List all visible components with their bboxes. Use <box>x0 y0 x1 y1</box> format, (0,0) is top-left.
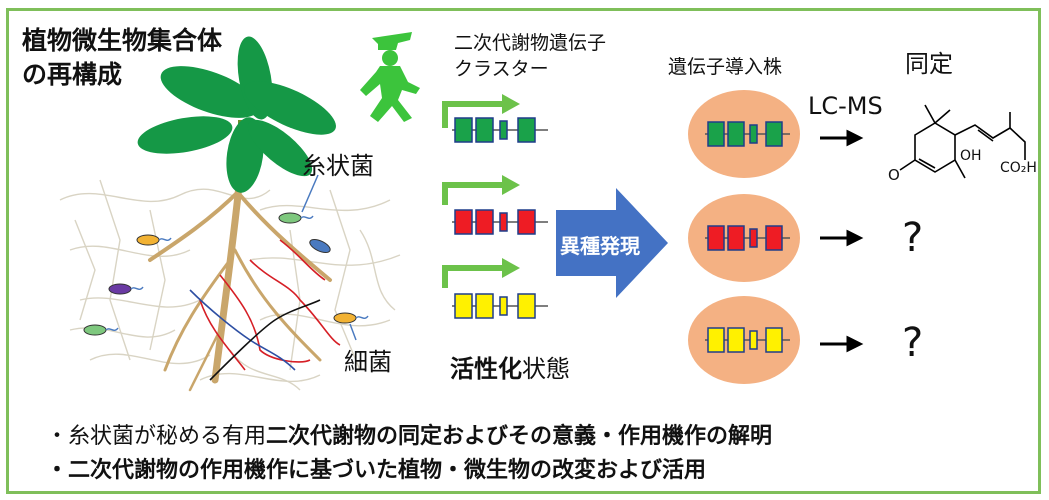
cell-gene-red <box>705 225 790 251</box>
molecule-structure-icon <box>899 104 1026 179</box>
heterologous-expression-arrow <box>556 188 668 298</box>
bacteria-label: 細菌 <box>344 348 392 376</box>
title-line-1: 植物微生物集合体 <box>22 26 223 55</box>
cell-gene-green <box>705 121 790 147</box>
bullet-1-bold: 二次代謝物の同定およびその意義・作用機作の解明 <box>266 424 773 449</box>
filamentous-pointer <box>301 174 319 213</box>
microbe-6 <box>333 312 357 324</box>
gene-cluster-label-1: 二次代謝物遺伝子 <box>454 32 607 54</box>
active-state-label: 活性化状態 <box>450 349 570 384</box>
molecule-ketone-label: O <box>888 166 900 184</box>
bullet-1: ・糸状菌が秘める有用二次代謝物の同定およびその意義・作用機作の解明 <box>46 418 772 450</box>
plant-icon <box>137 36 336 193</box>
bacteria-pointer <box>349 323 357 341</box>
gene-cluster-yellow <box>452 293 548 319</box>
microbe-4 <box>108 283 132 295</box>
filamentous-fungi-label: 糸状菌 <box>302 152 374 180</box>
microbe-2 <box>278 212 302 224</box>
microbe-5 <box>83 324 107 336</box>
gene-cluster-green <box>452 117 548 143</box>
question-mark-red: ? <box>902 215 924 261</box>
heterologous-expression-label: 異種発現 <box>560 234 640 258</box>
expression-arrow-icon <box>442 101 505 288</box>
lcms-label: LC-MS <box>808 92 883 120</box>
plant-roots <box>148 171 332 392</box>
active-state-rest: 状態 <box>522 355 570 383</box>
gene-cluster-label-2: クラスター <box>454 58 549 80</box>
microbe-flagella <box>105 215 369 331</box>
microbe-3 <box>309 239 331 253</box>
result-arrows <box>820 129 864 353</box>
bullet-2: ・二次代謝物の作用機作に基づいた植物・微生物の改変および活用 <box>46 452 706 484</box>
molecule-co2h-label: CO₂H <box>1000 160 1037 176</box>
bullet-2-bold: ・二次代謝物の作用機作に基づいた植物・微生物の改変および活用 <box>46 458 707 483</box>
bullet-1-normal: ・糸状菌が秘める有用 <box>46 424 267 449</box>
title-line-2: の再構成 <box>22 60 123 89</box>
molecule-oh-label: OH <box>960 148 982 164</box>
question-mark-yellow: ? <box>902 320 924 366</box>
cell-gene-yellow <box>705 327 790 353</box>
gene-cluster-red <box>452 209 548 235</box>
walking-figure-icon <box>360 32 420 122</box>
figure-title: 植物微生物集合体 の再構成 <box>22 24 222 92</box>
microbe-1 <box>136 234 160 246</box>
active-state-bold: 活性化 <box>450 355 522 383</box>
transgenic-label: 遺伝子導入株 <box>668 56 783 78</box>
root-lineage-lines <box>189 239 341 381</box>
identification-label: 同定 <box>905 50 953 78</box>
microbes <box>83 212 357 336</box>
